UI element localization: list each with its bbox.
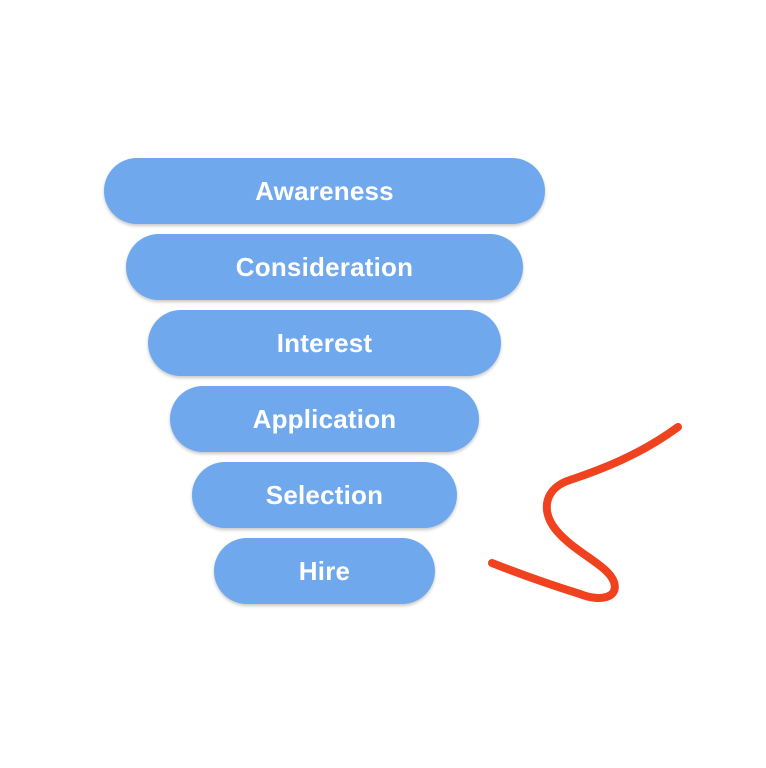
funnel-stage-label: Selection <box>265 479 384 510</box>
funnel-stage-label: Interest <box>276 327 373 358</box>
funnel-stage-application: Application <box>170 386 479 452</box>
funnel-stage-label: Hire <box>298 555 351 586</box>
funnel-stage-selection: Selection <box>192 462 457 528</box>
funnel-stage-interest: Interest <box>148 310 501 376</box>
funnel-stage-consideration: Consideration <box>126 234 523 300</box>
funnel-stage-label: Application <box>252 403 397 434</box>
funnel-stage-awareness: Awareness <box>104 158 545 224</box>
funnel-stage-hire: Hire <box>214 538 435 604</box>
funnel-stage-label: Consideration <box>235 251 414 282</box>
funnel-stage-label: Awareness <box>255 175 394 206</box>
